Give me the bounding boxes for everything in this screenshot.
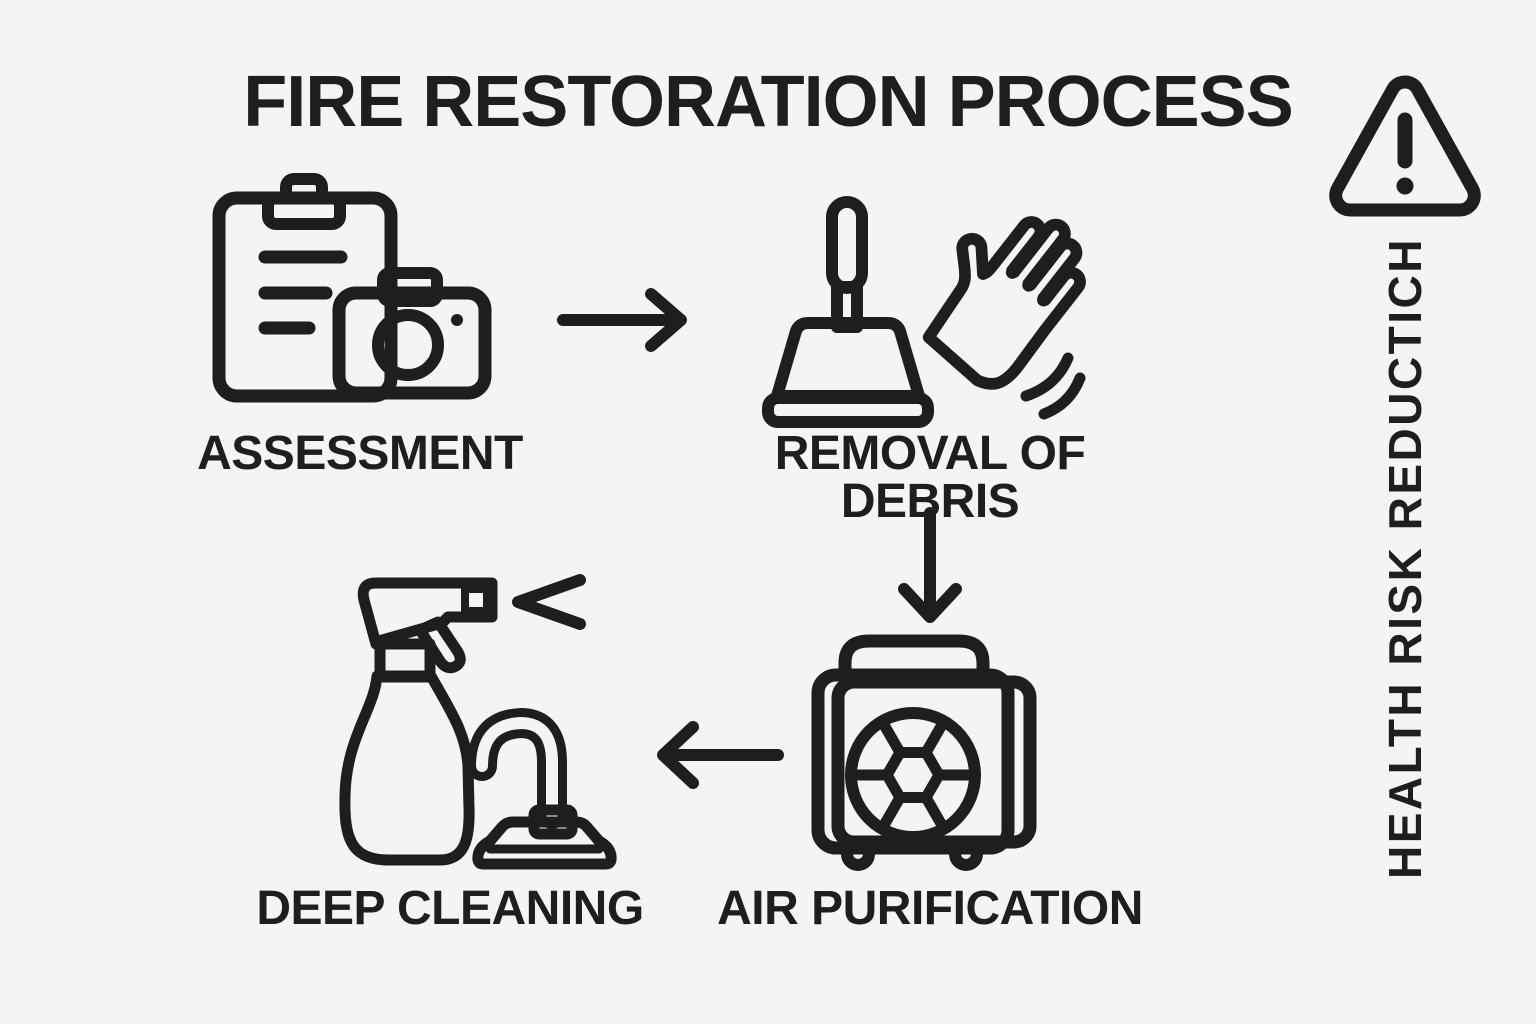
- plunger-glove-icon: [762, 196, 1086, 428]
- page-title: FIRE RESTORATION PROCESS: [243, 62, 1293, 142]
- warning-triangle-icon: [1329, 75, 1481, 217]
- clipboard-camera-icon: [212, 173, 492, 403]
- step-assessment: ASSESSMENT: [150, 165, 570, 495]
- step-label-deep-cleaning: DEEP CLEANING: [256, 882, 644, 935]
- arrow-right-icon: [557, 288, 687, 352]
- step-deep-cleaning: DEEP CLEANING: [240, 568, 660, 948]
- step-label-assessment: ASSESSMENT: [197, 427, 523, 480]
- step-removal-of-debris: REMOVAL OF DEBRIS: [690, 190, 1170, 526]
- air-purifier-fan-icon: [811, 634, 1037, 871]
- step-air-purification: AIR PURIFICATION: [700, 625, 1160, 945]
- step-label-removal-of-debris: REMOVAL OF DEBRIS: [774, 427, 1086, 528]
- spray-bottle-steam-cleaner-icon: [339, 574, 617, 870]
- step-label-air-purification: AIR PURIFICATION: [717, 882, 1143, 935]
- arrow-down-icon: [898, 507, 962, 623]
- side-label-health-risk-reduction: HEALTH RISK REDUCTICH: [1379, 237, 1431, 879]
- arrow-left-icon: [657, 721, 784, 789]
